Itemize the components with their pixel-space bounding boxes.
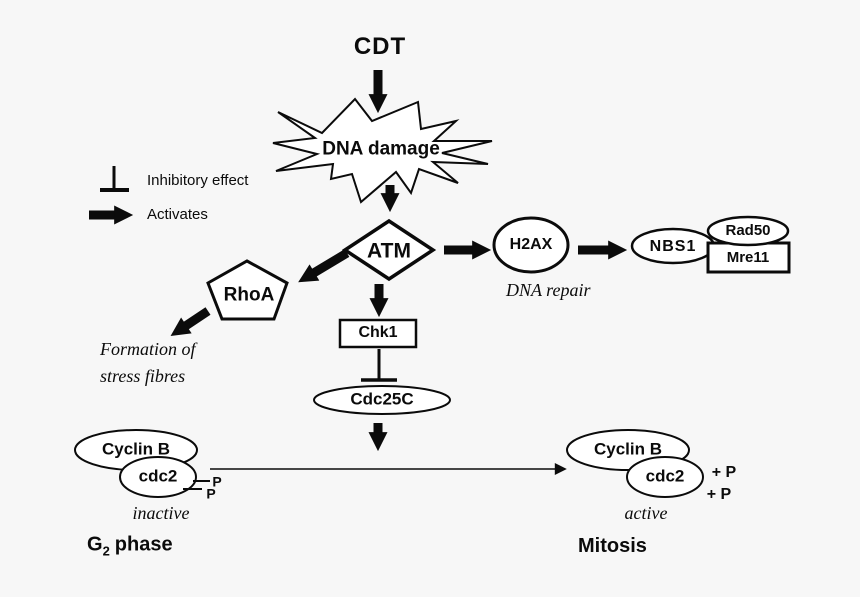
- plus-phosphate-bottom-label: + P: [706, 486, 732, 504]
- cyclin-b-active-label: Cyclin B: [593, 439, 663, 459]
- h2ax-ellipse: [492, 216, 570, 274]
- cdc25c-ellipse: [313, 385, 451, 415]
- arrow-rhoa-to-stress-fibres: [170, 307, 211, 336]
- phosphate-bottom-label: P: [206, 485, 216, 502]
- rad50-label: Rad50: [725, 221, 771, 239]
- legend-inhibitory-label: Inhibitory effect: [147, 171, 249, 189]
- cdc2-inactive-ellipse: [119, 456, 197, 498]
- chk1-label: Chk1: [358, 324, 398, 342]
- phosphate-bonds-inactive: [183, 480, 210, 490]
- arrow-atm-to-rhoa: [298, 249, 350, 283]
- cdc2-inactive-label: cdc2: [138, 466, 178, 486]
- rhoa-pentagon: [206, 259, 289, 321]
- inhibit-chk1-to-cdc25c: [361, 349, 397, 382]
- plus-phosphate-top-label: + P: [711, 464, 737, 482]
- stress-fibres-line2: stress fibres: [100, 366, 186, 386]
- atm-diamond: [341, 218, 437, 282]
- active-label: active: [624, 503, 668, 524]
- inactive-label: inactive: [132, 503, 190, 524]
- rad50-ellipse: [706, 215, 790, 247]
- g2-subscript: 2: [102, 543, 110, 559]
- chk1-box: [338, 318, 418, 349]
- phosphate-top-label: P: [212, 473, 222, 490]
- mre11-label: Mre11: [726, 248, 770, 266]
- g2-letter: G: [87, 533, 103, 556]
- g2-word: phase: [114, 533, 173, 556]
- stress-fibres-line1: Formation of: [100, 339, 196, 359]
- dna-damage-label: DNA damage: [322, 138, 440, 160]
- dna-repair-label: DNA repair: [506, 280, 591, 301]
- cyclin-b-inactive-label: Cyclin B: [101, 439, 171, 459]
- dna-damage-starburst: [272, 97, 493, 204]
- atm-label: ATM: [367, 239, 411, 263]
- legend-activates-label: Activates: [147, 205, 208, 223]
- nbs1-label: NBS1: [649, 238, 697, 256]
- h2ax-label: H2AX: [509, 236, 553, 254]
- cdc25c-label: Cdc25C: [350, 389, 414, 409]
- stress-fibres-label: Formation of stress fibres: [100, 336, 196, 390]
- legend-inhibitory-icon: [100, 166, 129, 192]
- cdc2-active-ellipse: [626, 456, 704, 498]
- mre11-box: [706, 241, 791, 274]
- mitosis-label: Mitosis: [578, 535, 647, 557]
- rhoa-label: RhoA: [223, 284, 275, 306]
- cdt-label: CDT: [353, 32, 407, 60]
- cdc2-active-label: cdc2: [645, 466, 685, 486]
